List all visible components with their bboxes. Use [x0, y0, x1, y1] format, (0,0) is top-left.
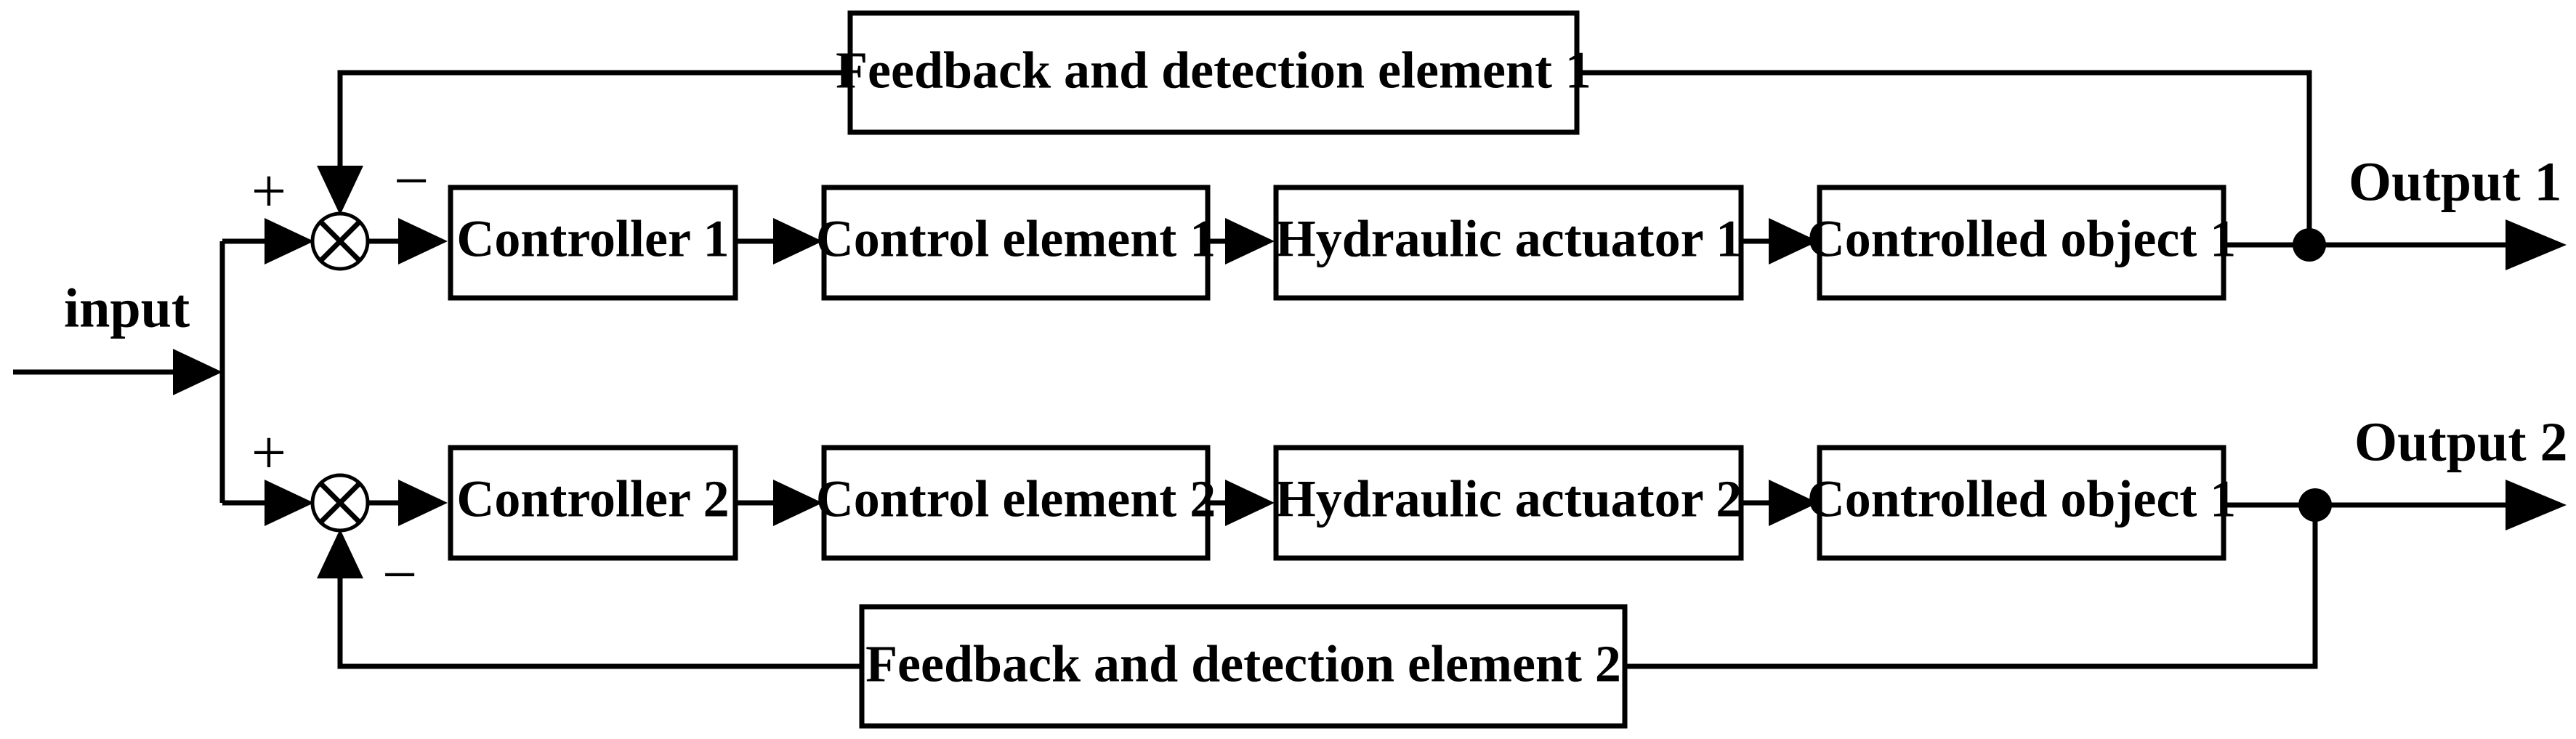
sj2-minus-sign: −	[382, 540, 418, 610]
feedback-detection-1-label: Feedback and detection element 1	[836, 41, 1591, 100]
controlled-object-2-label: Controlled object 1	[1807, 470, 2237, 528]
hydraulic-actuator-1-label: Hydraulic actuator 1	[1275, 210, 1743, 268]
controlled-object-1-rect[interactable]	[1817, 185, 2226, 301]
feedback-detection-2-block[interactable]: Feedback and detection element 2	[859, 604, 1628, 729]
controller-1-rect[interactable]	[448, 185, 738, 301]
controller-1-label: Controller 1	[456, 210, 729, 268]
sj1-to-controller1-arrowhead	[398, 218, 448, 264]
sj2-cross-b	[318, 481, 362, 525]
sj1-plus-sign: +	[251, 156, 287, 226]
controller2-to-ce2-arrowhead	[773, 480, 823, 526]
controlled-object-2-block[interactable]: Controlled object 1	[1807, 445, 2237, 561]
ce2-to-ha2-arrowhead	[1225, 480, 1275, 526]
loop1-feedback-path	[317, 70, 2312, 245]
feedback-detection-1-rect[interactable]	[847, 10, 1580, 135]
output1-label: Output 1	[2349, 151, 2562, 212]
controlled-object-1-label: Controlled object 1	[1807, 210, 2237, 268]
loop2-output-path: Output 2	[2298, 411, 2568, 530]
controlled-object-2-rect[interactable]	[1817, 445, 2226, 561]
hydraulic-actuator-2-block[interactable]: Hydraulic actuator 2	[1273, 445, 1744, 561]
ha2-to-co2-arrowhead	[1769, 480, 1818, 526]
loop2-feedback-wire-left	[337, 554, 862, 669]
hydraulic-actuator-1-block[interactable]: Hydraulic actuator 1	[1273, 185, 1744, 301]
controlled-object-1-block[interactable]: Controlled object 1	[1807, 185, 2237, 301]
loop2-feedback-path	[317, 505, 2318, 669]
loop1-feedback-wire-left	[337, 70, 850, 190]
control-element-2-rect[interactable]	[821, 445, 1211, 561]
control-element-1-label: Control element 1	[816, 210, 1216, 268]
controller1-to-ce1-arrowhead	[773, 218, 823, 264]
controller-2-block[interactable]: Controller 2	[448, 445, 738, 561]
sj1-cross-b	[318, 219, 362, 263]
control-element-2-label: Control element 2	[816, 470, 1216, 528]
control-element-2-block[interactable]: Control element 2	[816, 445, 1216, 561]
input-arrowhead	[173, 349, 222, 395]
ha1-to-co1-arrowhead	[1769, 218, 1818, 264]
sj1-minus-sign: −	[394, 146, 429, 216]
hydraulic-actuator-2-rect[interactable]	[1273, 445, 1744, 561]
sj2-plus-sign: +	[251, 418, 287, 488]
output2-arrowhead	[2506, 480, 2567, 530]
control-element-1-rect[interactable]	[821, 185, 1211, 301]
loop1-output-path: Output 1	[2293, 151, 2567, 270]
feedback-detection-2-label: Feedback and detection element 2	[865, 635, 1621, 693]
loop1-feedback-arrowhead	[317, 166, 363, 215]
summing-junction-1[interactable]: + −	[222, 146, 429, 271]
control-element-1-block[interactable]: Control element 1	[816, 185, 1216, 301]
controller-2-rect[interactable]	[448, 445, 738, 561]
loop2-feedback-wire-right	[1625, 505, 2318, 669]
output1-arrowhead	[2506, 219, 2567, 270]
loop2-feedback-arrowhead	[317, 529, 363, 578]
feedback-detection-2-rect[interactable]	[859, 604, 1628, 729]
ce1-to-ha1-arrowhead	[1225, 218, 1275, 264]
hydraulic-actuator-1-rect[interactable]	[1273, 185, 1744, 301]
loop1-forward-wires	[368, 218, 2309, 264]
summing-junction-2[interactable]: + −	[222, 418, 417, 610]
loop1-feedback-wire-right	[1577, 70, 2312, 245]
controller-2-label: Controller 2	[456, 470, 729, 528]
input-signal-path: input	[13, 241, 225, 503]
controller-1-block[interactable]: Controller 1	[448, 185, 738, 301]
sj2-to-controller2-arrowhead	[398, 480, 448, 526]
sj1-input-arrowhead	[265, 218, 314, 264]
output2-label: Output 2	[2354, 411, 2568, 472]
sj2-input-arrowhead	[265, 480, 314, 526]
loop2-forward-wires	[368, 480, 2315, 526]
feedback-detection-1-block[interactable]: Feedback and detection element 1	[836, 10, 1591, 135]
hydraulic-actuator-2-label: Hydraulic actuator 2	[1275, 470, 1743, 528]
input-label: input	[64, 278, 190, 339]
